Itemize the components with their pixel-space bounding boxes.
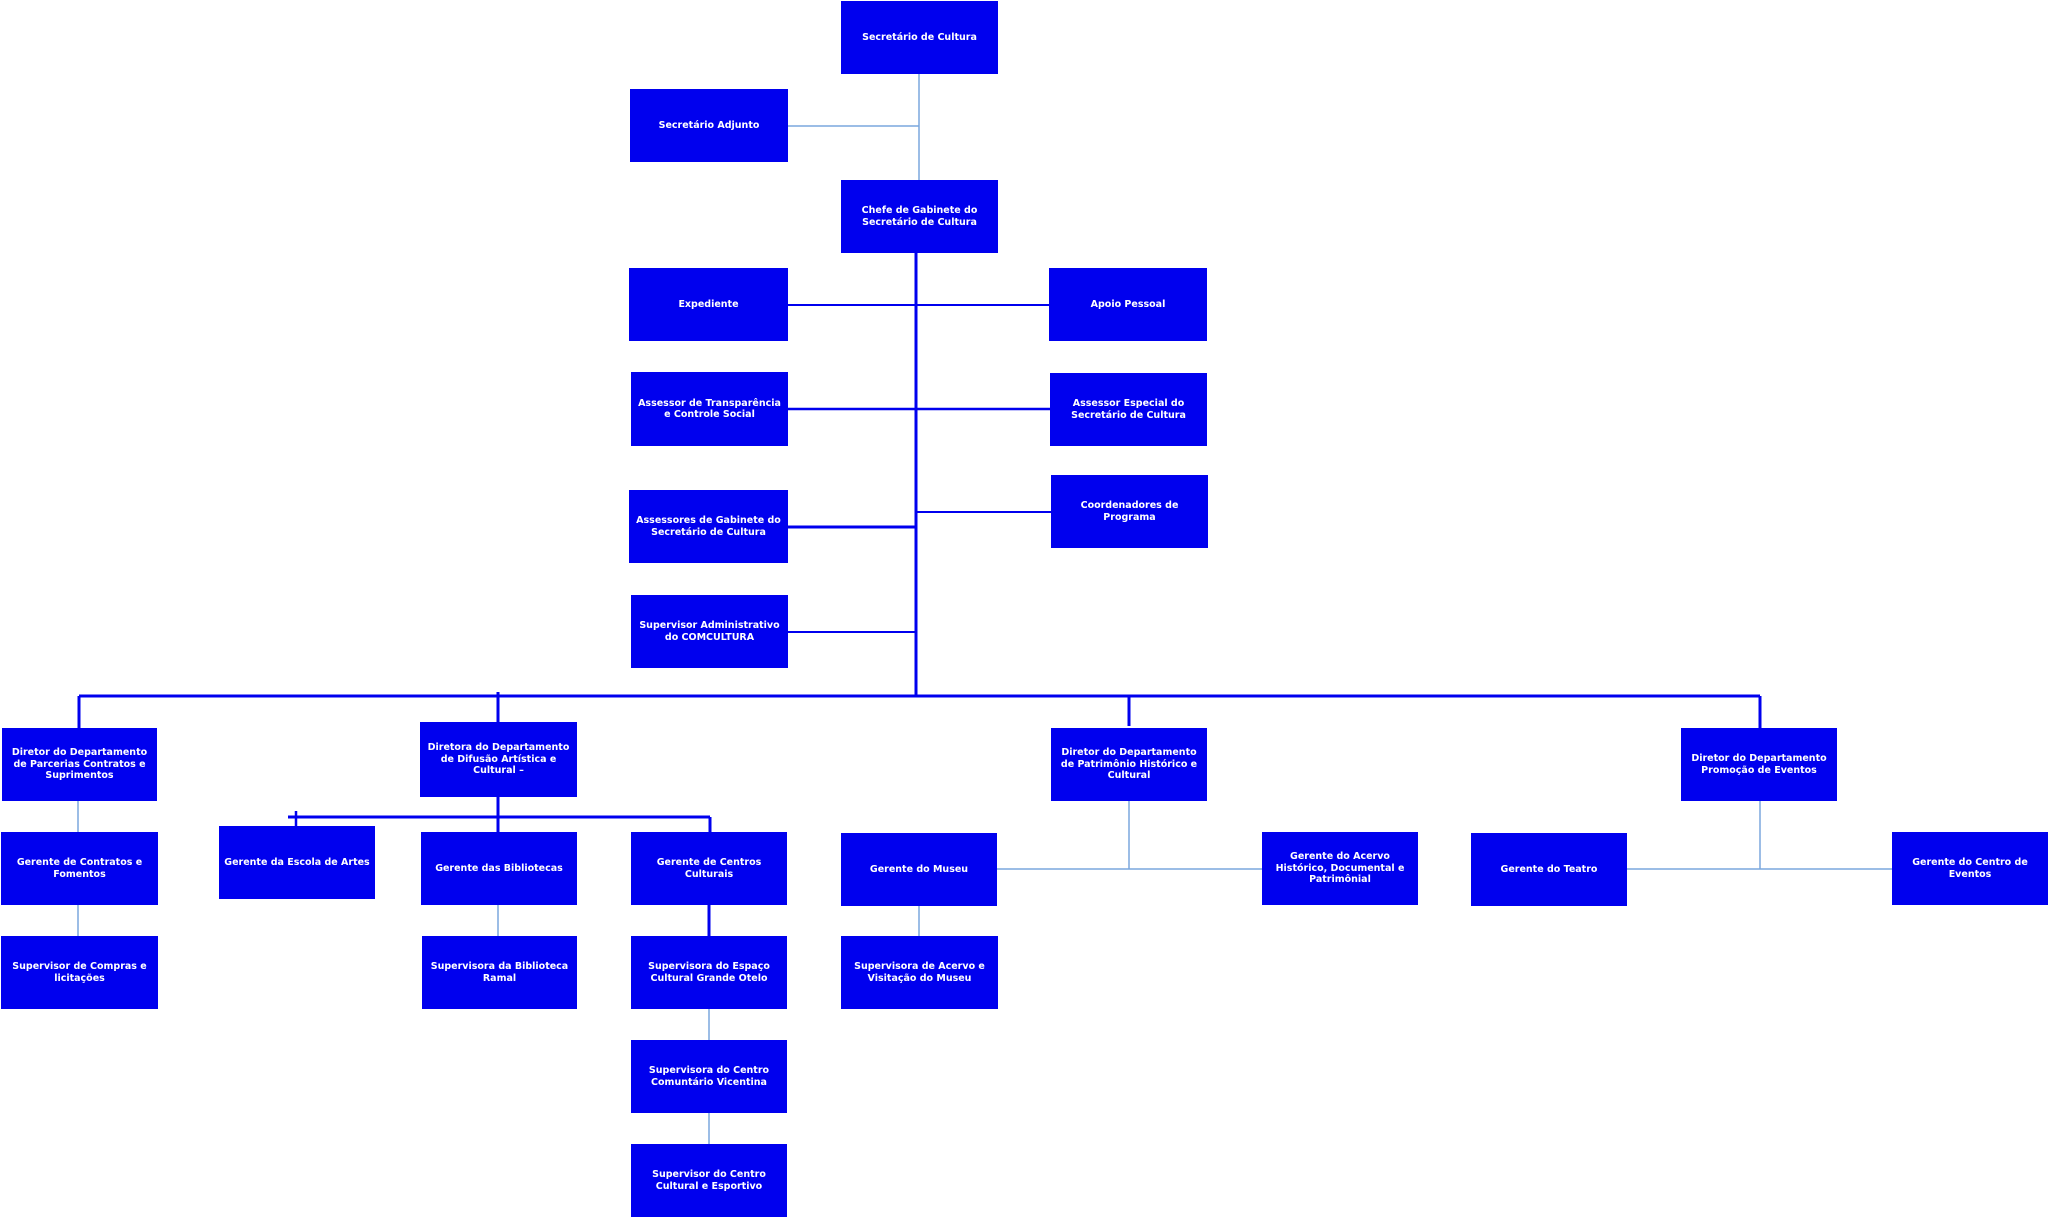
node-label: Chefe de Gabinete do Secretário de Cultu… — [861, 205, 978, 228]
node-diretor-parcerias: Diretor do Departamento de Parcerias Con… — [2, 728, 157, 801]
node-label: Gerente do Centro de Eventos — [1912, 857, 2028, 880]
node-supervisor-compras: Supervisor de Compras e licitações — [1, 936, 158, 1009]
node-supervisor-administrativo: Supervisor Administrativo do COMCULTURA — [631, 595, 788, 668]
node-label: Coordenadores de Programa — [1080, 500, 1179, 523]
node-apoio-pessoal: Apoio Pessoal — [1049, 268, 1207, 341]
node-gerente-contratos: Gerente de Contratos e Fomentos — [1, 832, 158, 905]
node-label: Gerente das Bibliotecas — [435, 862, 563, 874]
node-expediente: Expediente — [629, 268, 788, 341]
node-label: Supervisora da Biblioteca Ramal — [430, 961, 569, 984]
node-gerente-museu: Gerente do Museu — [841, 833, 997, 906]
node-gerente-teatro: Gerente do Teatro — [1471, 833, 1627, 906]
node-label: Gerente do Acervo Histórico, Documental … — [1275, 851, 1405, 886]
node-label: Gerente do Museu — [869, 863, 969, 875]
node-label: Secretário de Cultura — [862, 31, 977, 43]
node-label: Gerente do Teatro — [1500, 863, 1598, 875]
node-gerente-escola-artes: Gerente da Escola de Artes — [219, 826, 375, 899]
node-gerente-acervo-historico: Gerente do Acervo Histórico, Documental … — [1262, 832, 1418, 905]
node-supervisor-centro-esportivo: Supervisor do Centro Cultural e Esportiv… — [631, 1144, 787, 1217]
node-assessor-transparencia: Assessor de Transparência e Controle Soc… — [631, 372, 788, 446]
node-gerente-bibliotecas: Gerente das Bibliotecas — [421, 832, 577, 905]
node-supervisora-acervo-museu: Supervisora de Acervo e Visitação do Mus… — [841, 936, 998, 1009]
node-assessores-gabinete: Assessores de Gabinete do Secretário de … — [629, 490, 788, 563]
node-label: Supervisor Administrativo do COMCULTURA — [639, 620, 780, 643]
node-label: Assessor Especial do Secretário de Cultu… — [1071, 398, 1186, 421]
node-label: Diretora do Departamento de Difusão Artí… — [427, 742, 570, 777]
node-label: Assessor de Transparência e Controle Soc… — [638, 397, 781, 420]
node-coordenadores-programa: Coordenadores de Programa — [1051, 475, 1208, 548]
node-label: Gerente de Centros Culturais — [656, 857, 762, 880]
node-label: Assessores de Gabinete do Secretário de … — [636, 515, 781, 538]
node-supervisora-biblioteca-ramal: Supervisora da Biblioteca Ramal — [422, 936, 577, 1009]
node-label: Supervisora de Acervo e Visitação do Mus… — [854, 961, 985, 984]
node-diretor-promocao-eventos: Diretor do Departamento Promoção de Even… — [1681, 728, 1837, 801]
node-gerente-centros-culturais: Gerente de Centros Culturais — [631, 832, 787, 905]
node-label: Supervisora do Espaço Cultural Grande Ot… — [648, 961, 770, 984]
node-supervisora-vicentina: Supervisora do Centro Comuntário Vicenti… — [631, 1040, 787, 1113]
node-chefe-gabinete: Chefe de Gabinete do Secretário de Cultu… — [841, 180, 998, 253]
node-assessor-especial: Assessor Especial do Secretário de Cultu… — [1050, 373, 1207, 446]
node-diretor-patrimonio: Diretor do Departamento de Patrimônio Hi… — [1051, 728, 1207, 801]
node-label: Diretor do Departamento de Parcerias Con… — [11, 747, 148, 782]
node-supervisora-grande-otelo: Supervisora do Espaço Cultural Grande Ot… — [631, 936, 787, 1009]
node-label: Gerente de Contratos e Fomentos — [16, 857, 143, 880]
node-label: Diretor do Departamento Promoção de Even… — [1691, 753, 1827, 776]
node-label: Expediente — [678, 298, 739, 310]
node-label: Apoio Pessoal — [1090, 298, 1166, 310]
node-label: Supervisor do Centro Cultural e Esportiv… — [652, 1169, 766, 1192]
node-label: Secretário Adjunto — [658, 119, 760, 131]
node-diretora-difusao: Diretora do Departamento de Difusão Artí… — [420, 722, 577, 797]
node-label: Supervisor de Compras e licitações — [12, 961, 147, 984]
node-secretario-adjunto: Secretário Adjunto — [630, 89, 788, 162]
node-label: Diretor do Departamento de Patrimônio Hi… — [1060, 747, 1198, 782]
node-label: Gerente da Escola de Artes — [224, 856, 370, 868]
node-label: Supervisora do Centro Comuntário Vicenti… — [648, 1065, 770, 1088]
node-secretario-cultura: Secretário de Cultura — [841, 1, 998, 74]
node-gerente-centro-eventos: Gerente do Centro de Eventos — [1892, 832, 2048, 905]
